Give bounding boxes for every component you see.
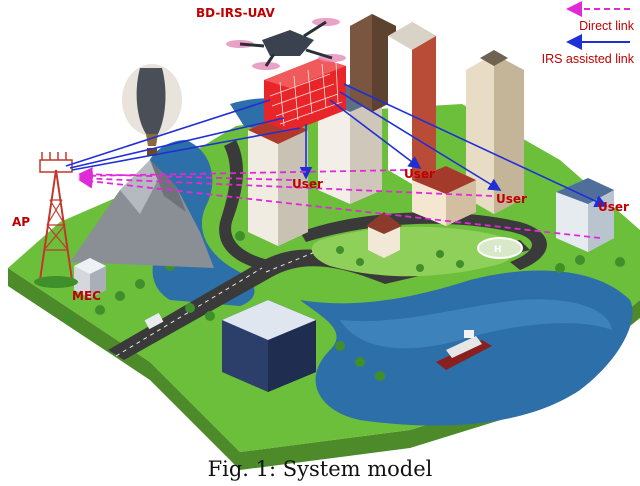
- building-5: [466, 50, 524, 214]
- uav-label: BD-IRS-UAV: [196, 6, 275, 20]
- irs-link-ap-to-irs-3: [71, 127, 301, 171]
- irs-link-irs-to-user-2: [329, 99, 422, 169]
- legend: Direct link IRS assisted link: [542, 1, 635, 66]
- building-1: [248, 116, 308, 246]
- building-7: [412, 166, 476, 226]
- mec-label: MEC: [72, 289, 101, 303]
- user-label-4: User: [598, 200, 629, 214]
- user-label-1: User: [292, 177, 323, 191]
- direct-link-user-2: [78, 168, 407, 183]
- irs-link-ap-to-irs-2: [69, 117, 285, 169]
- hot-air-balloon: [122, 64, 182, 156]
- irs-links: [65, 83, 608, 208]
- ap-tower: [34, 152, 78, 288]
- direct-links: [78, 167, 601, 239]
- irs-link-irs-to-user-3: [339, 91, 502, 191]
- bay-highlight: [340, 299, 612, 349]
- ship: [436, 330, 492, 370]
- mec-server: [74, 258, 106, 298]
- ap-label: AP: [12, 215, 30, 229]
- legend-direct-label: Direct link: [579, 19, 635, 33]
- irs-link-ap-to-irs-1: [65, 99, 271, 167]
- irs-panel: [264, 58, 346, 132]
- direct-link-user-3: [78, 171, 493, 197]
- building-4: [388, 22, 436, 184]
- labels: BD-IRS-UAV AP MEC User User User User: [12, 6, 629, 303]
- svg-text:H: H: [494, 245, 502, 255]
- figure-caption: Fig. 1: System model: [208, 457, 433, 481]
- user-label-3: User: [496, 192, 527, 206]
- direct-link-user-1: [78, 167, 293, 182]
- ring-road: [300, 212, 547, 270]
- building-6: [556, 178, 614, 252]
- building-9: [222, 300, 316, 392]
- building-8: [366, 212, 402, 258]
- uav-drone: [226, 18, 346, 70]
- legend-irs-label: IRS assisted link: [542, 52, 635, 66]
- direct-link-user-4: [78, 174, 601, 239]
- helipad: [477, 237, 523, 259]
- irs-link-irs-to-user-4: [343, 83, 608, 208]
- user-label-2: User: [404, 167, 435, 181]
